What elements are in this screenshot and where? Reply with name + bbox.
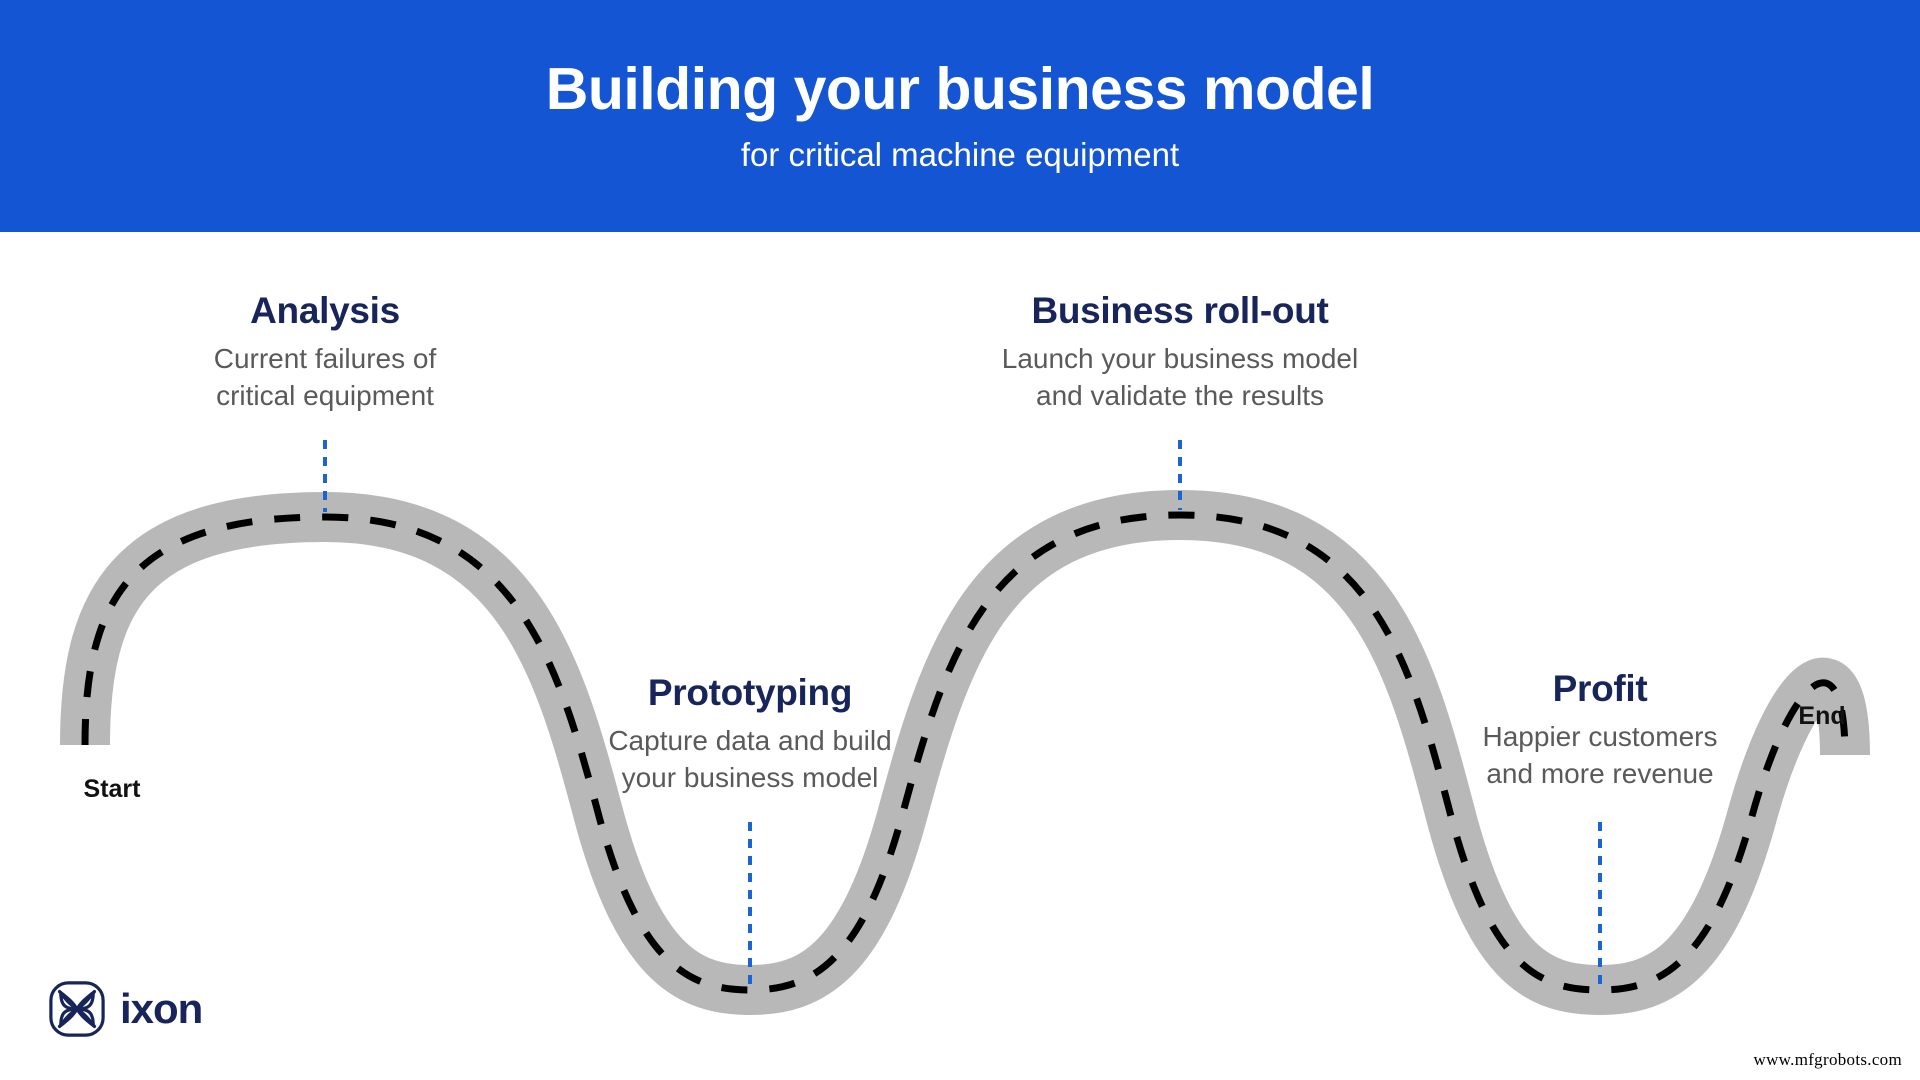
milestone-desc-analysis-line2: critical equipment [216,379,434,411]
milestone-title-business-roll-out: Business roll-out [1031,290,1329,331]
source-watermark: www.mfgrobots.com [1753,1050,1902,1069]
start-label: Start [83,775,141,803]
brand-logo: ixon [48,980,203,1038]
milestone-desc-profit-line1: Happier customers [1482,720,1718,752]
milestone-desc-prototyping-line1: Capture data and build [608,724,892,756]
milestone-desc-profit-line2: and more revenue [1486,757,1714,789]
milestone-desc-prototyping-line2: your business model [621,761,879,793]
brand-wordmark: ixon [120,985,203,1032]
header-banner: Building your business model for critica… [0,0,1920,232]
milestone-title-profit: Profit [1552,668,1648,709]
ixon-knot-logo-icon [49,981,105,1037]
page-title: Building your business model [545,55,1375,122]
milestone-desc-business-roll-out-line1: Launch your business model [1001,342,1359,374]
milestone-title-analysis: Analysis [250,290,400,331]
milestone-business-roll-out: Business roll-out Launch your business m… [950,290,1410,414]
milestone-profit: Profit Happier customers and more revenu… [1370,668,1830,792]
milestone-desc-analysis-line1: Current failures of [213,342,437,374]
page-subtitle: for critical machine equipment [740,135,1180,173]
milestone-analysis: Analysis Current failures of critical eq… [95,290,555,414]
milestone-title-prototyping: Prototyping [647,672,853,713]
end-label: End [1798,702,1846,730]
milestone-desc-business-roll-out-line2: and validate the results [1036,379,1324,411]
milestone-prototyping: Prototyping Capture data and build your … [520,672,980,796]
